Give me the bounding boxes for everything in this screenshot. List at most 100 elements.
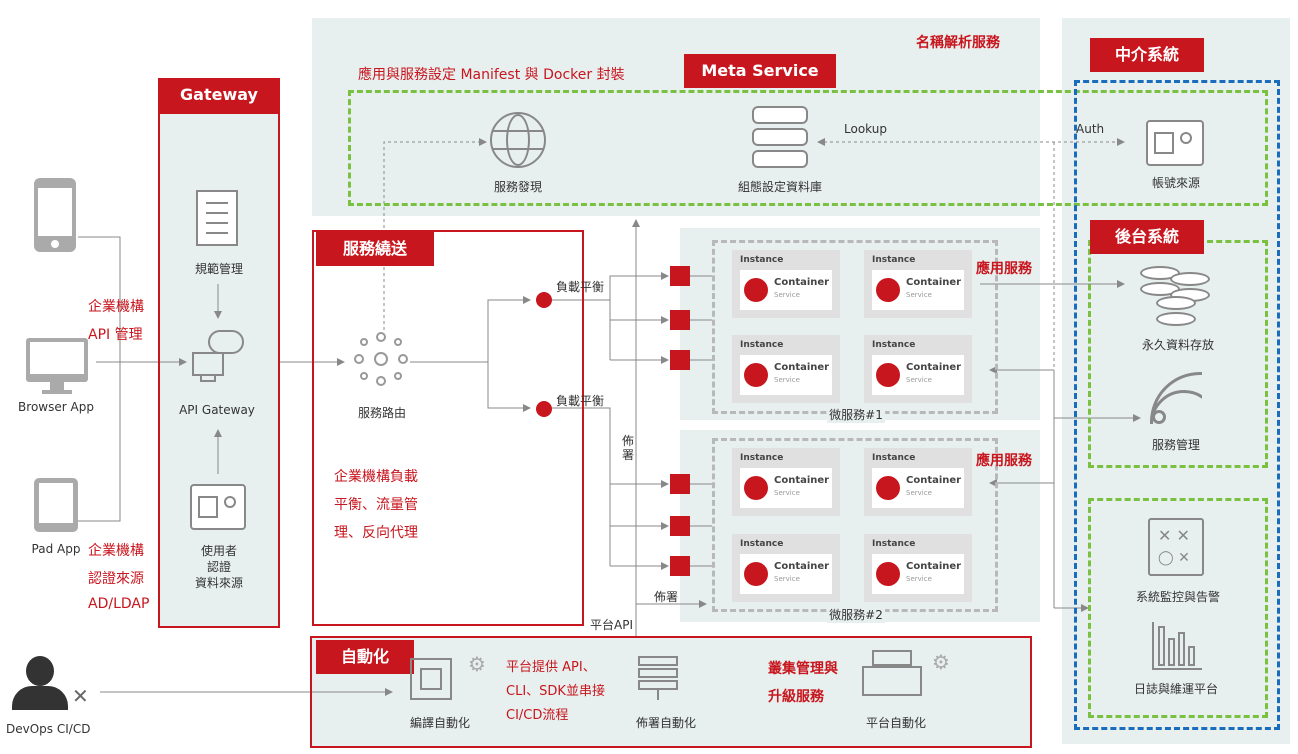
browser-app-label: Browser App — [18, 400, 94, 414]
api-mgmt-line-2: API 管理 — [88, 327, 143, 343]
auth-label: Auth — [1076, 122, 1105, 136]
storage-icon — [1140, 266, 1212, 330]
container-sub: Service — [774, 575, 800, 583]
instance-port-3 — [670, 350, 690, 370]
monitor-region — [1088, 498, 1268, 718]
routing-desc-line-2: 平衡、流量管 — [334, 497, 418, 513]
container-name: Container — [906, 475, 962, 486]
instance-label: Instance — [872, 453, 916, 463]
container-sub: Service — [774, 489, 800, 497]
database-icon — [752, 106, 808, 170]
monitor-icon — [26, 338, 88, 394]
instance-label: Instance — [872, 539, 916, 549]
container-name: Container — [774, 561, 830, 572]
discovery-label: 服務發現 — [493, 180, 543, 194]
devops-person-icon — [12, 656, 68, 712]
manifest-label: 應用與服務設定 Manifest 與 Docker 封裝 — [358, 67, 625, 83]
container-sub: Service — [774, 291, 800, 299]
container-sub: Service — [906, 489, 932, 497]
container-hex-icon — [876, 363, 900, 387]
gateway-title: Gateway — [158, 78, 280, 112]
cluster-desc-line-1: 叢集管理與 — [768, 661, 838, 677]
gateway-box — [158, 112, 280, 628]
lb-label-2: 負載平衡 — [556, 394, 605, 408]
instance-port-1 — [670, 266, 690, 286]
container-hex-icon — [744, 278, 768, 302]
container-name: Container — [774, 277, 830, 288]
routing-title: 服務繞送 — [316, 232, 434, 266]
backend-title: 後台系統 — [1090, 220, 1204, 254]
instance-label: Instance — [872, 340, 916, 350]
instance-port-5 — [670, 516, 690, 536]
printer-icon — [862, 650, 922, 700]
chip-icon — [410, 658, 452, 700]
user-auth-line-2: 認證 — [206, 560, 232, 574]
container-sub: Service — [906, 575, 932, 583]
app-service-2-label: 應用服務 — [976, 453, 1032, 469]
user-auth-icon — [190, 484, 246, 530]
container-hex-icon — [876, 278, 900, 302]
compile-label: 編譯自動化 — [409, 716, 471, 730]
user-auth-line-3: 資料來源 — [194, 576, 244, 590]
automation-title: 自動化 — [316, 640, 414, 674]
devops-label: DevOps CI/CD — [6, 722, 91, 736]
instance-port-6 — [670, 556, 690, 576]
account-source-icon — [1146, 120, 1204, 166]
auth-line-3: AD/LDAP — [88, 596, 150, 612]
container-name: Container — [774, 475, 830, 486]
microservice-2-label: 微服務#2 — [827, 606, 885, 623]
microservice-1-label: 微服務#1 — [827, 406, 885, 423]
platform-automation-label: 平台自動化 — [865, 716, 927, 730]
routing-desc-line-1: 企業機構負載 — [334, 469, 418, 485]
instance-label: Instance — [740, 539, 784, 549]
naming-service-title: 名稱解析服務 — [916, 35, 1000, 51]
api-mgmt-line-1: 企業機構 — [88, 299, 144, 315]
monitor-label: 系統監控與告警 — [1135, 590, 1221, 604]
naming-panel — [312, 18, 1040, 216]
container-name: Container — [906, 561, 962, 572]
container-hex-icon — [876, 476, 900, 500]
lb-label-1: 負載平衡 — [556, 280, 605, 294]
deploy-server-icon — [638, 656, 678, 700]
cluster-desc-line-2: 升級服務 — [768, 689, 824, 705]
auth-line-1: 企業機構 — [88, 543, 144, 559]
router-icon — [352, 330, 412, 390]
api-desc-line-2: CLI、SDK並串接 — [506, 684, 605, 699]
service-mgmt-label: 服務管理 — [1151, 438, 1201, 452]
deploy-vertical-label: 佈署 — [622, 434, 635, 462]
app-service-1-label: 應用服務 — [976, 261, 1032, 277]
container-name: Container — [906, 277, 962, 288]
log-label: 日誌與維運平台 — [1133, 682, 1219, 696]
router-label: 服務路由 — [357, 406, 407, 420]
meta-service-title: Meta Service — [684, 54, 836, 88]
routing-box — [312, 230, 584, 626]
account-source-label: 帳號來源 — [1151, 176, 1201, 190]
api-desc-line-1: 平台提供 API、 — [506, 660, 596, 675]
api-desc-line-3: CI/CD流程 — [506, 708, 569, 723]
broker-title: 中介系統 — [1090, 38, 1204, 72]
user-auth-line-1: 使用者 — [200, 544, 238, 558]
signal-icon — [1150, 372, 1202, 424]
deploy-automation-label: 佈署自動化 — [635, 716, 697, 730]
container-hex-icon — [876, 562, 900, 586]
load-balancer-1 — [536, 292, 552, 308]
tablet-icon — [34, 478, 78, 532]
broker-system-region — [1074, 80, 1280, 730]
automation-box — [310, 636, 1032, 748]
platform-gears-icon: ⚙ — [932, 650, 950, 674]
api-gateway-icon — [190, 328, 250, 388]
